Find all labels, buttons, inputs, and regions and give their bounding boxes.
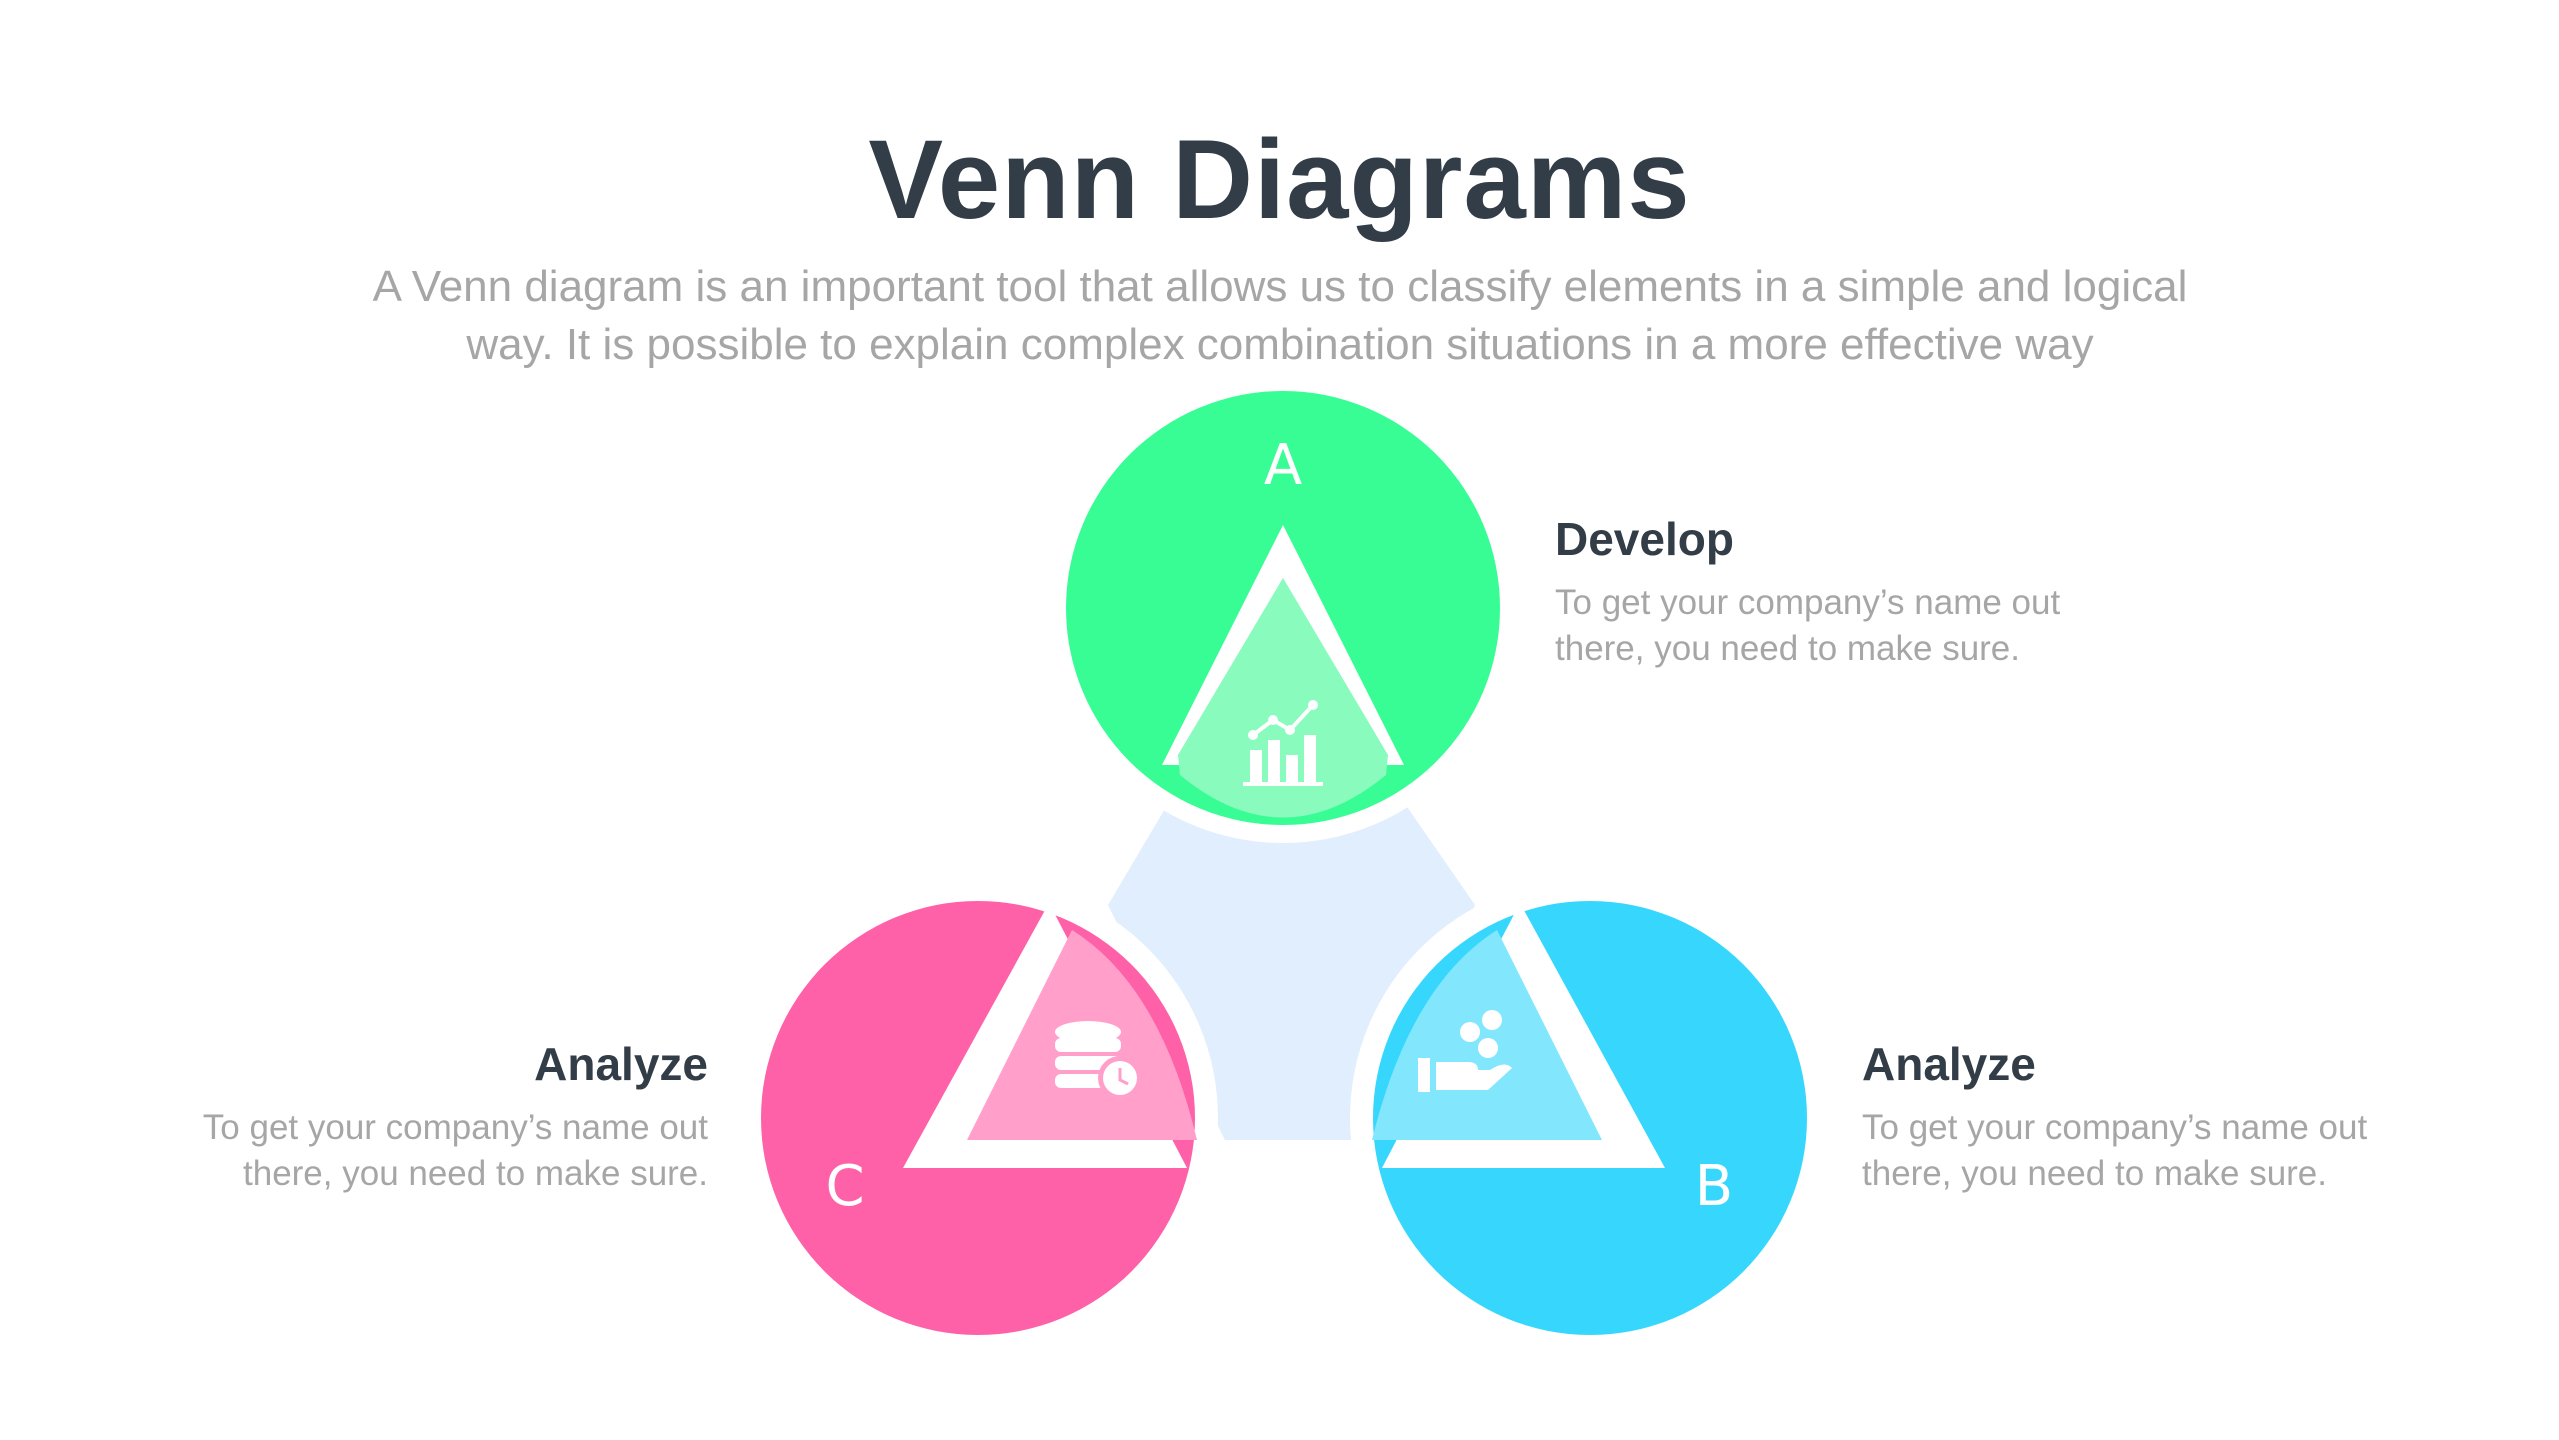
blurb-develop: Develop To get your company’s name out t… (1555, 512, 2155, 672)
blurb-analyze-b: Analyze To get your company’s name out t… (1862, 1037, 2462, 1197)
blurb-a-line-2: there, you need to make sure. (1555, 629, 2020, 668)
subtitle-line-1: A Venn diagram is an important tool that… (372, 262, 2188, 311)
blurb-analyze-c: Analyze To get your company’s name out t… (108, 1037, 708, 1197)
database-clock-icon (1055, 1021, 1142, 1100)
page-subtitle: A Venn diagram is an important tool that… (300, 258, 2260, 374)
growth-chart-icon (1243, 700, 1323, 786)
circle-c-letter: C (825, 1154, 864, 1219)
blurb-b-title: Analyze (1862, 1038, 2036, 1090)
blurb-c-title: Analyze (534, 1038, 708, 1090)
subtitle-line-2: way. It is possible to explain complex c… (466, 320, 2094, 369)
blurb-a-title: Develop (1555, 513, 1734, 565)
blurb-b-text: To get your company’s name out there, yo… (1862, 1105, 2462, 1197)
blurb-b-line-1: To get your company’s name out (1862, 1108, 2368, 1147)
blurb-a-line-1: To get your company’s name out (1555, 583, 2061, 622)
blurb-b-line-2: there, you need to make sure. (1862, 1154, 2327, 1193)
blurb-c-line-1: To get your company’s name out (202, 1108, 708, 1147)
blurb-c-text: To get your company’s name out there, yo… (108, 1105, 708, 1197)
hand-coins-icon (1418, 1010, 1512, 1092)
blurb-a-text: To get your company’s name out there, yo… (1555, 580, 2155, 672)
page-title: Venn Diagrams (868, 117, 1691, 242)
blurb-c-line-2: there, you need to make sure. (243, 1154, 708, 1193)
wedge-a (1178, 578, 1388, 818)
circle-a-letter: A (1264, 433, 1302, 498)
circle-b-letter: B (1695, 1154, 1733, 1219)
